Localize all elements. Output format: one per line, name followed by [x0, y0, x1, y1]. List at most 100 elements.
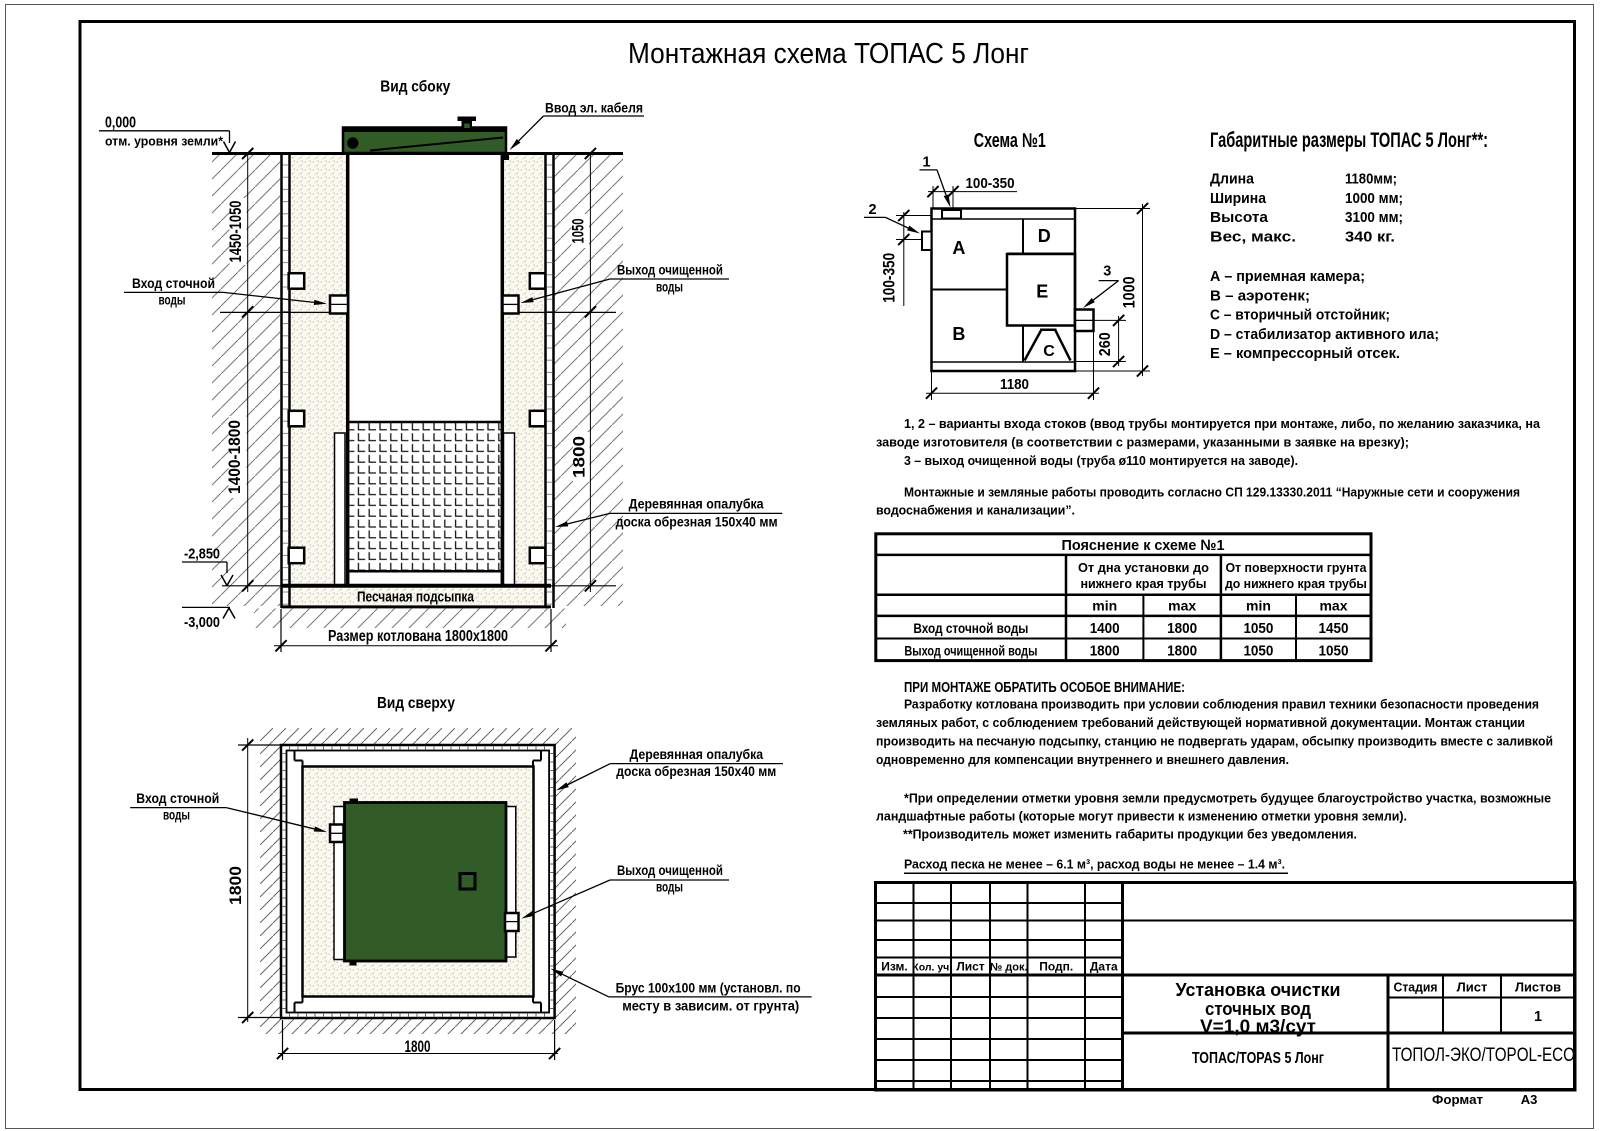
svg-text:1, 2 – варианты входа стоков: 1, 2 – варианты входа стоков (ввод трубы…	[904, 416, 1541, 431]
svg-text:№ док.: № док.	[990, 962, 1028, 974]
svg-text:C: C	[1043, 343, 1055, 360]
svg-text:Стадия: Стадия	[1394, 980, 1438, 995]
svg-text:-2,850: -2,850	[184, 546, 220, 563]
svg-text:D – стабилизатор активного ила: D – стабилизатор активного ила;	[1210, 326, 1439, 343]
svg-text:3100 мм;: 3100 мм;	[1345, 209, 1403, 226]
svg-text:1180: 1180	[1000, 377, 1029, 393]
svg-text:Кол. уч.: Кол. уч.	[912, 962, 952, 974]
svg-text:С – вторичный отстойник;: С – вторичный отстойник;	[1210, 307, 1390, 324]
svg-text:3: 3	[1103, 264, 1111, 280]
svg-text:1800: 1800	[1167, 643, 1197, 660]
svg-text:Изм.: Изм.	[881, 960, 908, 974]
svg-text:Вес, макс.: Вес, макс.	[1210, 228, 1296, 245]
svg-text:1180мм;: 1180мм;	[1345, 171, 1397, 188]
svg-text:От поверхности грунта: От поверхности грунта	[1225, 560, 1367, 575]
svg-text:Выход очищенной: Выход очищенной	[617, 862, 723, 878]
svg-text:Разработку котлована производи: Разработку котлована производить при усл…	[904, 697, 1539, 712]
svg-text:Ширина: Ширина	[1210, 190, 1267, 207]
svg-text:E: E	[1036, 282, 1048, 302]
svg-text:Брус 100x100 мм (установл. по: Брус 100x100 мм (установл. по	[616, 980, 801, 996]
svg-text:1400-1800: 1400-1800	[225, 420, 244, 494]
svg-text:100-350: 100-350	[881, 253, 899, 303]
svg-text:нижнего края трубы: нижнего края трубы	[1080, 576, 1206, 591]
svg-text:2: 2	[868, 202, 876, 218]
svg-text:1050: 1050	[569, 219, 588, 244]
svg-text:воды: воды	[159, 292, 186, 308]
svg-text:ТОПАС/TOPAS 5 Лонг: ТОПАС/TOPAS 5 Лонг	[1192, 1050, 1324, 1067]
svg-text:Песчаная подсыпка: Песчаная подсыпка	[357, 590, 475, 606]
svg-text:доска обрезная 150x40 мм: доска обрезная 150x40 мм	[616, 763, 776, 779]
svg-text:min: min	[1246, 598, 1271, 614]
svg-text:Деревянная опалубка: Деревянная опалубка	[629, 496, 764, 512]
svg-text:Подп.: Подп.	[1039, 960, 1073, 974]
svg-text:А – приемная камера;: А – приемная камера;	[1210, 268, 1365, 285]
svg-text:1000: 1000	[1121, 276, 1139, 308]
svg-text:сточных вод: сточных вод	[1205, 999, 1312, 1019]
svg-text:260: 260	[1097, 332, 1114, 356]
svg-text:340 кг.: 340 кг.	[1345, 228, 1395, 245]
svg-text:В – аэротенк;: В – аэротенк;	[1210, 287, 1310, 304]
svg-text:1450-1050: 1450-1050	[226, 201, 245, 263]
svg-text:1050: 1050	[1319, 643, 1349, 660]
svg-text:Выход очищенной: Выход очищенной	[617, 262, 723, 278]
svg-text:Листов: Листов	[1515, 980, 1561, 995]
svg-text:1: 1	[1534, 1009, 1542, 1025]
svg-text:100-350: 100-350	[966, 175, 1015, 192]
svg-text:Высота: Высота	[1210, 209, 1269, 226]
svg-text:Дата: Дата	[1090, 960, 1118, 974]
svg-text:3 – выход очищенной воды (труб: 3 – выход очищенной воды (труба ø110 мон…	[904, 453, 1298, 468]
svg-text:ландшафтные работы (которые мо: ландшафтные работы (которые могут привес…	[876, 809, 1407, 824]
svg-text:Монтажная схема ТОПАС 5 Лонг: Монтажная схема ТОПАС 5 Лонг	[628, 38, 1029, 70]
svg-text:Е – компрессорный отсек.: Е – компрессорный отсек.	[1210, 345, 1400, 362]
svg-text:Пояснение к схеме №1: Пояснение к схеме №1	[1062, 537, 1225, 554]
svg-text:Размер котлована 1800x1800: Размер котлована 1800x1800	[328, 628, 508, 645]
svg-text:D: D	[1038, 226, 1051, 246]
svg-text:заводе изготовителя (в соответ: заводе изготовителя (в соответствии с ра…	[876, 435, 1409, 450]
svg-text:1050: 1050	[1243, 620, 1273, 637]
svg-text:А3: А3	[1521, 1092, 1538, 1107]
svg-text:1400: 1400	[1090, 620, 1120, 637]
svg-text:От дна установки до: От дна установки до	[1078, 560, 1209, 575]
svg-text:Лист: Лист	[956, 960, 984, 974]
svg-text:доска обрезная 150x40 мм: доска обрезная 150x40 мм	[616, 514, 778, 530]
svg-text:земляных работ, с соблюдением: земляных работ, с соблюдением требований…	[876, 715, 1525, 730]
svg-text:воды: воды	[656, 879, 683, 895]
svg-text:max: max	[1319, 598, 1347, 614]
svg-text:Выход очищенной воды: Выход очищенной воды	[904, 643, 1037, 659]
svg-text:Ввод эл. кабеля: Ввод эл. кабеля	[545, 100, 643, 116]
svg-text:Вид сверху: Вид сверху	[377, 695, 455, 712]
svg-text:1450: 1450	[1319, 620, 1349, 637]
svg-text:1800: 1800	[1167, 620, 1197, 637]
svg-text:B: B	[952, 324, 965, 344]
svg-text:ПРИ МОНТАЖЕ ОБРАТИТЬ ОСОБОЕ ВН: ПРИ МОНТАЖЕ ОБРАТИТЬ ОСОБОЕ ВНИМАНИЕ:	[904, 680, 1185, 696]
svg-text:Вход сточной: Вход сточной	[132, 275, 215, 291]
svg-text:Схема №1: Схема №1	[974, 130, 1046, 152]
svg-text:min: min	[1092, 598, 1117, 614]
svg-text:0,000: 0,000	[105, 115, 136, 132]
svg-text:1800: 1800	[1090, 643, 1120, 660]
svg-text:отм. уровня земли*: отм. уровня земли*	[105, 134, 224, 149]
svg-text:V=1,0 м3/сут: V=1,0 м3/сут	[1200, 1017, 1316, 1037]
svg-text:Длина: Длина	[1210, 171, 1255, 188]
svg-text:одновременно для компенсации в: одновременно для компенсации внутреннего…	[876, 752, 1289, 767]
svg-text:A: A	[952, 238, 965, 258]
svg-text:Установка очистки: Установка очистки	[1176, 980, 1341, 1000]
svg-text:Вид сбоку: Вид сбоку	[380, 79, 450, 96]
svg-text:1050: 1050	[1243, 643, 1273, 660]
svg-text:Расход песка не менее – 6.1 м³: Расход песка не менее – 6.1 м³, расход в…	[904, 857, 1285, 872]
svg-text:Монтажные и земляные работы пр: Монтажные и земляные работы проводить со…	[904, 485, 1520, 500]
svg-text:1: 1	[922, 155, 930, 171]
svg-text:воды: воды	[656, 279, 683, 295]
svg-text:1800: 1800	[226, 866, 245, 905]
svg-text:-3,000: -3,000	[184, 614, 220, 631]
svg-text:месту в зависим. от грунта): месту в зависим. от грунта)	[622, 998, 799, 1014]
svg-text:Габаритные размеры ТОПАС 5 Лон: Габаритные размеры ТОПАС 5 Лонг**:	[1210, 129, 1488, 152]
svg-text:водоснабжения и канализации”.: водоснабжения и канализации”.	[876, 503, 1075, 518]
svg-text:*При определении отметки уровн: *При определении отметки уровня земли пр…	[904, 791, 1551, 806]
svg-text:Деревянная опалубка: Деревянная опалубка	[630, 746, 764, 762]
svg-text:производить на песчаную подсып: производить на песчаную подсыпку, станци…	[876, 734, 1553, 749]
svg-text:Формат: Формат	[1432, 1092, 1483, 1107]
svg-text:**Производитель может изменить: **Производитель может изменить габариты …	[903, 827, 1357, 842]
svg-text:воды: воды	[163, 807, 190, 823]
svg-text:до нижнего края трубы: до нижнего края трубы	[1225, 576, 1367, 591]
